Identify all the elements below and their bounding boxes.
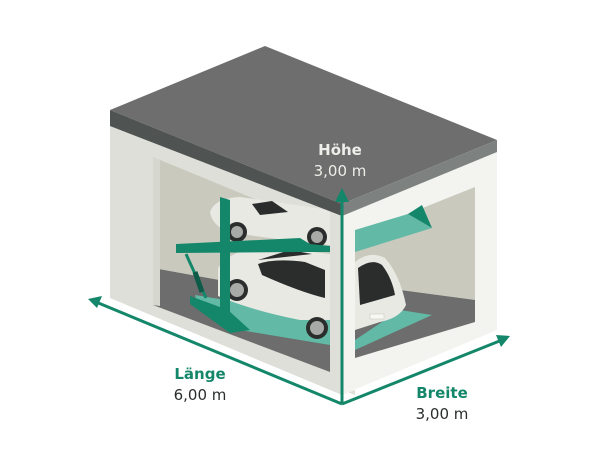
roof-top xyxy=(110,46,497,204)
parking-lift-frame xyxy=(176,197,330,333)
height-label: Höhe 3,00 m xyxy=(290,140,390,182)
right-upper-platform xyxy=(355,214,432,252)
right-lower-platform xyxy=(355,310,432,350)
height-label-name: Höhe xyxy=(318,141,362,159)
upper-car-window xyxy=(252,201,288,215)
roof-edge-side xyxy=(342,140,497,216)
length-label-value: 6,00 m xyxy=(173,386,227,404)
length-label: Länge 6,00 m xyxy=(150,364,250,406)
upper-car-wheels xyxy=(227,222,327,247)
height-arrow-head xyxy=(335,188,349,202)
length-label-name: Länge xyxy=(174,365,226,383)
width-label: Breite 3,00 m xyxy=(392,383,492,425)
lower-car-window xyxy=(258,260,325,298)
left-opening-reveal xyxy=(153,157,160,306)
height-label-value: 3,00 m xyxy=(313,162,367,180)
car-rear-window xyxy=(358,262,395,305)
width-label-value: 3,00 m xyxy=(415,405,469,423)
corner-pillar-side xyxy=(342,210,355,395)
width-label-name: Breite xyxy=(416,384,468,402)
right-upper-platform-edge xyxy=(408,205,432,228)
roof-edge-front xyxy=(110,110,342,216)
lower-car-wheels xyxy=(226,279,328,339)
width-arrow-line xyxy=(341,338,503,406)
width-arrow-head xyxy=(496,335,510,347)
lower-car-windshield xyxy=(258,250,312,260)
length-arrow-line xyxy=(95,300,343,406)
car-rear-plate xyxy=(369,313,385,320)
length-arrow-head xyxy=(88,296,102,308)
